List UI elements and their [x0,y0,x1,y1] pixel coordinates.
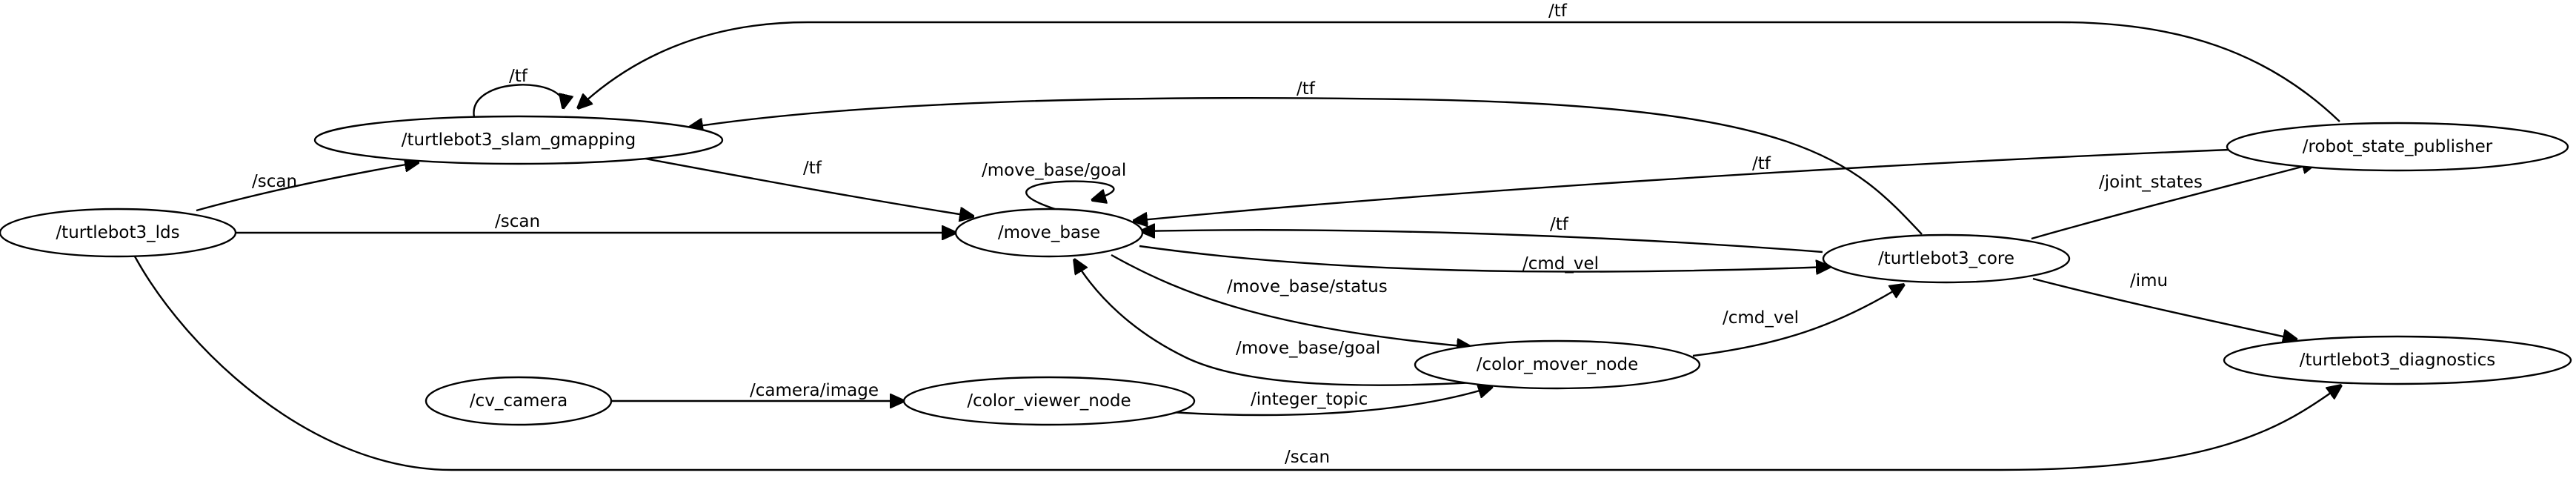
edge-label: /scan [495,212,540,231]
edge-status-move-base-to-mover[interactable]: /move_base/status [1111,253,1471,347]
node-move-base[interactable]: /move_base [954,208,1144,258]
node-turtlebot3-lds[interactable]: /turtlebot3_lds [0,208,237,258]
edge-label: /tf [1752,154,1771,173]
node-cv-camera[interactable]: /cv_camera [425,376,613,426]
node-label: /turtlebot3_lds [56,223,179,242]
node-label: /color_viewer_node [967,391,1131,411]
edge-tf-slam-self-loop[interactable]: /tf [473,67,563,118]
node-color-viewer-node[interactable]: /color_viewer_node [902,376,1196,426]
edge-integer-viewer-to-mover[interactable]: /integer_topic [1170,387,1492,417]
edge-scan-lds-to-move-base[interactable]: /scan [236,212,956,233]
edge-label: /camera/image [750,381,879,400]
edge-label: /tf [1548,1,1568,21]
edge-tf-core-to-move-base[interactable]: /tf [1141,215,1823,253]
edge-tf-rsp-to-move-base[interactable]: /tf [1134,148,2231,221]
node-label: /turtlebot3_diagnostics [2300,351,2496,370]
edge-label: /tf [1550,215,1569,234]
edge-label: /cmd_vel [1723,308,1799,328]
edge-goal-mover-to-move-base[interactable]: /move_base/goal [1074,259,1475,386]
node-turtlebot3-slam-gmapping[interactable]: /turtlebot3_slam_gmapping [313,115,724,165]
node-label: /cv_camera [470,391,568,411]
node-label: /move_base [998,223,1100,242]
edge-label: /scan [1285,448,1330,467]
edge-label: /tf [803,159,822,178]
node-robot-state-publisher[interactable]: /robot_state_publisher [2226,122,2569,172]
edge-cmd-vel-mover-to-core[interactable]: /cmd_vel [1692,285,1904,357]
edge-label: /tf [509,67,528,86]
edge-scan-lds-to-diagnostics[interactable]: /scan [133,256,2341,471]
edge-label: /tf [1297,79,1316,99]
node-label: /color_mover_node [1477,355,1638,374]
node-turtlebot3-diagnostics[interactable]: /turtlebot3_diagnostics [2223,335,2572,385]
edge-label: /integer_topic [1251,390,1368,409]
edge-image-camera-to-viewer[interactable]: /camera/image [611,381,904,401]
edge-tf-core-to-slam[interactable]: /tf [689,79,1923,235]
edge-tf-rsp-to-slam[interactable]: /tf [578,1,2340,122]
edge-tf-slam-to-move-base[interactable]: /tf [636,156,974,216]
edge-label: /joint_states [2099,173,2203,192]
edge-joint-states-core-to-rsp[interactable]: /joint_states [2031,163,2316,240]
node-label: /robot_state_publisher [2303,137,2493,156]
edge-goal-move-base-self-loop[interactable]: /move_base/goal [982,161,1126,212]
edge-cmd-vel-move-base-to-core[interactable]: /cmd_vel [1139,245,1830,274]
edge-label: /cmd_vel [1522,254,1599,274]
edge-scan-lds-to-slam[interactable]: /scan [196,162,419,212]
edge-imu-core-to-diagnostics[interactable]: /imu [2032,271,2297,339]
edge-label: /move_base/goal [1236,339,1380,358]
edge-label: /imu [2130,271,2168,291]
node-turtlebot3-core[interactable]: /turtlebot3_core [1822,233,2071,284]
node-color-mover-node[interactable]: /color_mover_node [1414,339,1701,390]
node-label: /turtlebot3_slam_gmapping [402,130,636,150]
node-label: /turtlebot3_core [1878,249,2014,268]
edge-label: /move_base/goal [982,161,1126,180]
edge-label: /scan [252,172,297,191]
edge-label: /move_base/status [1227,277,1388,296]
